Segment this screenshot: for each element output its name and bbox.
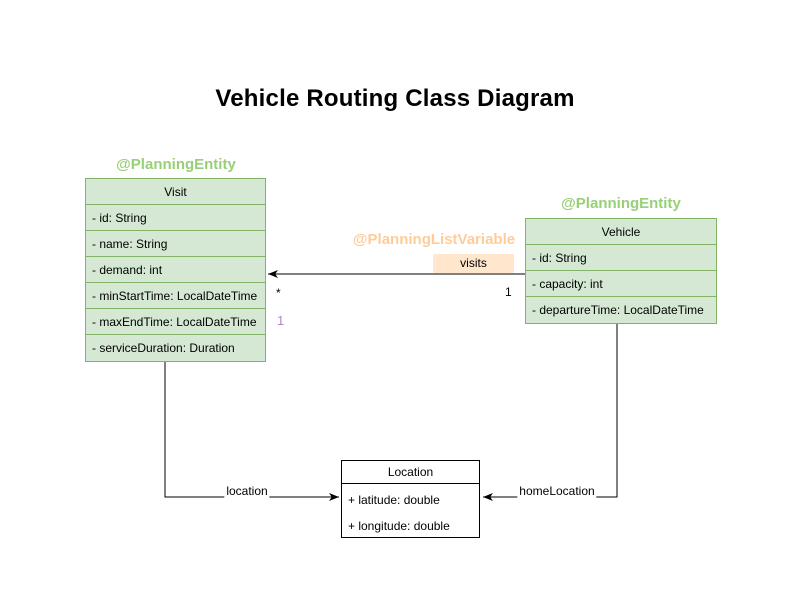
vehicle-attribute-departure-time: - departureTime: LocalDateTime — [532, 303, 704, 317]
edge-location[interactable] — [164, 360, 339, 501]
vehicle-attribute-capacity: - capacity: int — [526, 271, 716, 297]
location-attribute-latitude: + latitude: double — [348, 493, 440, 507]
edge-home-location[interactable] — [483, 322, 618, 501]
location-attributes: + latitude: double + longitude: double — [342, 484, 479, 539]
planning-list-variable-annotation: @PlanningListVariable — [352, 231, 516, 248]
visit-attribute-max-end-time: - maxEndTime: LocalDateTime — [86, 309, 265, 335]
visit-attribute-min-start-time: - minStartTime: LocalDateTime — [86, 283, 265, 309]
location-edge-label[interactable]: location — [224, 484, 270, 498]
class-box-vehicle[interactable]: Vehicle - id: String - capacity: int - d… — [525, 218, 717, 324]
class-title-location: Location — [342, 461, 479, 484]
visits-multiplicity-secondary: 1 — [277, 313, 285, 328]
visit-attribute-id: - id: String — [86, 205, 265, 231]
visit-attribute-name: - name: String — [86, 231, 265, 257]
class-title-vehicle: Vehicle — [526, 219, 716, 245]
vehicle-attribute-id: - id: String — [526, 245, 716, 271]
visit-planning-entity-annotation: @PlanningEntity — [116, 156, 236, 173]
class-box-location[interactable]: Location + latitude: double + longitude:… — [341, 460, 480, 538]
class-title-visit: Visit — [86, 179, 265, 205]
visits-multiplicity-many: * — [276, 286, 281, 300]
visits-multiplicity-one: 1 — [505, 285, 512, 299]
home-location-edge-label[interactable]: homeLocation — [517, 484, 597, 498]
diagram-title: Vehicle Routing Class Diagram — [215, 85, 575, 112]
class-box-visit[interactable]: Visit - id: String - name: String - dema… — [85, 178, 266, 362]
visit-attribute-service-duration: - serviceDuration: Duration — [92, 341, 235, 355]
visits-edge-label[interactable]: visits — [433, 254, 514, 273]
vehicle-planning-entity-annotation: @PlanningEntity — [561, 195, 681, 212]
visit-attribute-demand: - demand: int — [86, 257, 265, 283]
location-attribute-longitude: + longitude: double — [348, 519, 450, 533]
